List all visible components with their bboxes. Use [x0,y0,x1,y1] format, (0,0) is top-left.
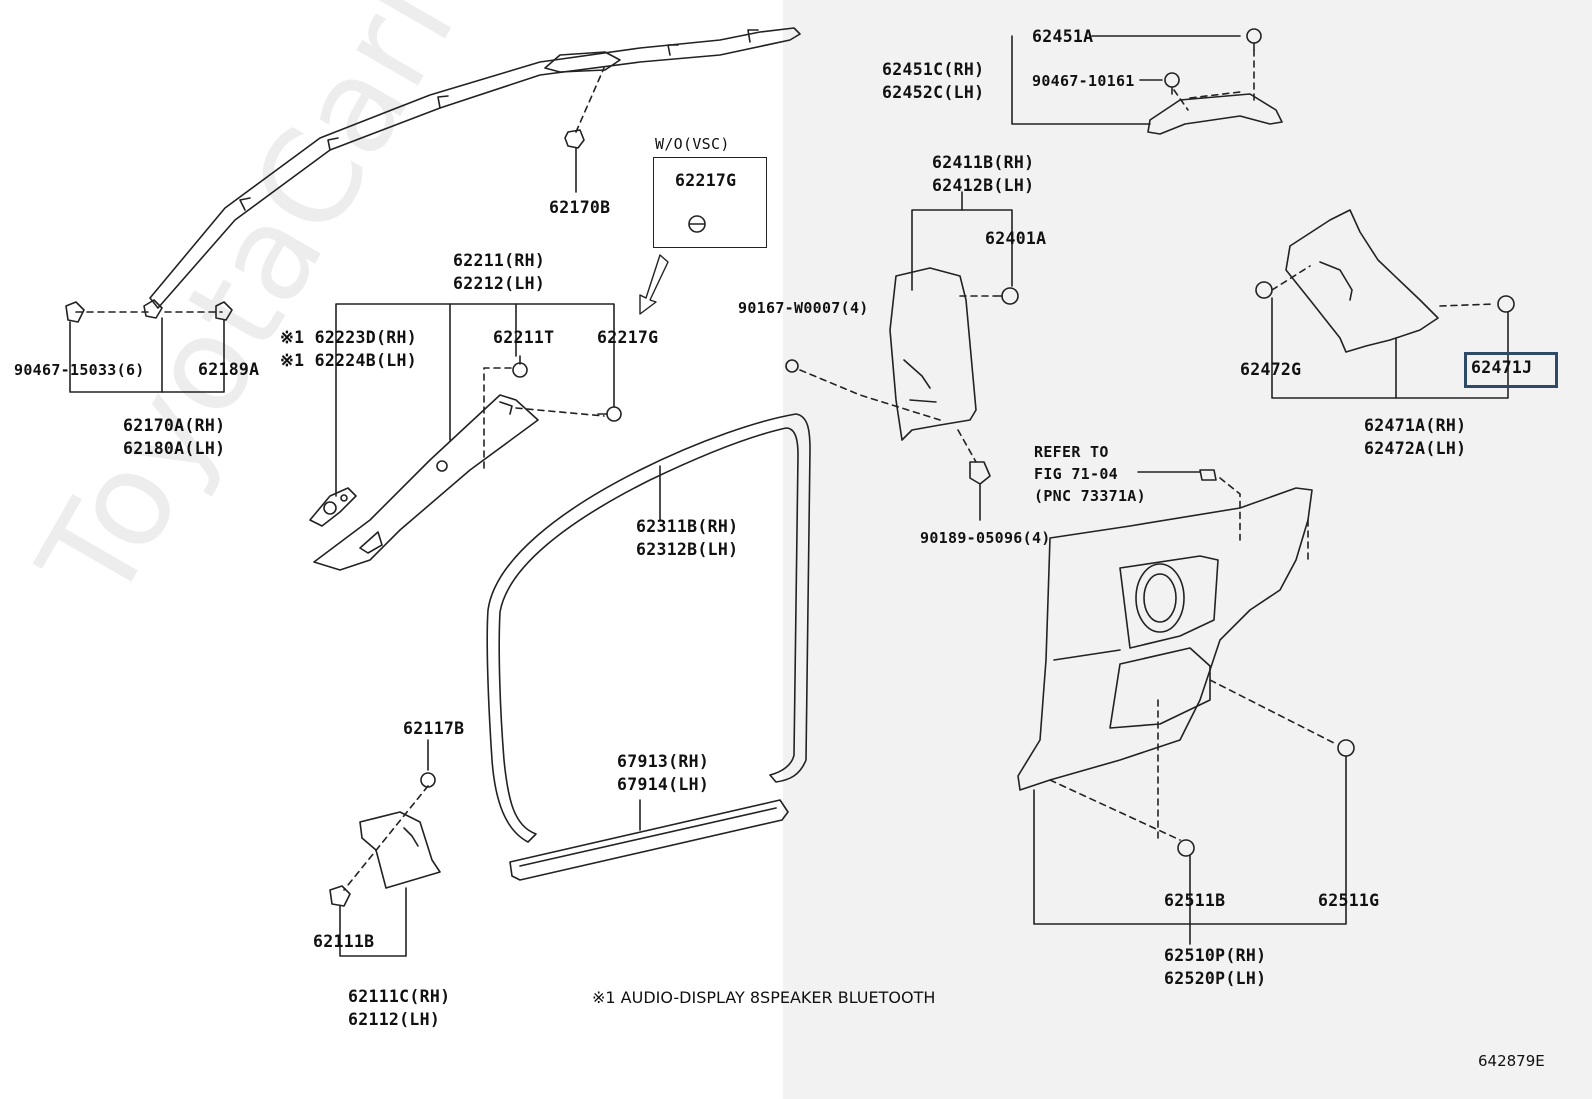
highlight-box-62471J [1464,352,1558,388]
vsc-arrow [639,254,669,315]
label-90467-15033: 90467-15033(6) [14,361,145,379]
label-90189-05096: 90189-05096(4) [920,529,1051,547]
footnote: ※1 AUDIO-DISPLAY 8SPEAKER BLUETOOTH [592,988,936,1007]
clip-62117B-part [420,772,436,788]
background-panel-right [783,0,1592,1099]
wo-vsc-box [653,157,767,248]
belt-anchor-cover-62451A-part [1147,93,1283,135]
clip-62451A-part [1246,28,1262,51]
front-pillar-garnish-part [313,394,539,571]
label-62212: 62212(LH) [453,274,546,293]
label-62170A: 62170A(RH) [123,416,226,435]
label-62311B: 62311B(RH) [636,517,739,536]
label-62472A: 62472A(LH) [1364,439,1467,458]
clip-62511B-part [1177,839,1195,857]
clip-62211T-part [512,355,528,378]
label-62510P: 62510P(RH) [1164,946,1267,965]
label-62223D: ※1 62223D(RH) [280,328,417,347]
label-62180A: 62180A(LH) [123,439,226,458]
label-62401A: 62401A [985,229,1047,248]
center-pillar-garnish-62411B-part [889,267,977,441]
clip-90467-10161-part [1164,72,1180,95]
label-67913: 67913(RH) [617,752,710,771]
label-62471A: 62471A(RH) [1364,416,1467,435]
label-62451C: 62451C(RH) [882,60,985,79]
cowl-side-trim-62111C-part [359,811,441,889]
clip-62217G-part [597,406,622,422]
clip-62471J-part [1497,295,1515,313]
clip-62217G-box-part [688,215,706,233]
clip-62111B-part [329,885,351,907]
label-62224B: ※1 62224B(LH) [280,351,417,370]
clip-90189-05096-part [969,461,991,485]
quarter-panel-trim-62510P-part [1017,487,1313,791]
label-62451A: 62451A [1032,27,1094,46]
screw-90167-W0007-part [785,359,799,373]
clip-62170B-part [564,129,585,149]
label-62411B: 62411B(RH) [932,153,1035,172]
roof-rail-garnish-part [149,27,801,309]
label-62511G: 62511G [1318,891,1380,910]
label-refer-pnc: (PNC 73371A) [1034,487,1146,505]
label-62511B: 62511B [1164,891,1226,910]
label-62211T: 62211T [493,328,555,347]
label-62520P: 62520P(LH) [1164,969,1267,988]
scuff-plate-67913-part [509,799,789,881]
clip-62189A-part [215,301,233,321]
label-62472G: 62472G [1240,360,1302,379]
label-62117B: 62117B [403,719,465,738]
label-wo-vsc: W/O(VSC) [655,135,730,153]
label-62211: 62211(RH) [453,251,546,270]
label-90467-10161: 90467-10161 [1032,72,1135,90]
label-62111C: 62111C(RH) [348,987,451,1006]
label-62412B: 62412B(LH) [932,176,1035,195]
bracket-62170B-part [143,299,163,319]
label-62111B: 62111B [313,932,375,951]
label-62452C: 62452C(LH) [882,83,985,102]
label-62312B: 62312B(LH) [636,540,739,559]
label-62471J: 62471J [1471,358,1533,377]
clip-62511G-part [1337,739,1355,757]
label-62112: 62112(LH) [348,1010,441,1029]
connector-73371A-part [1199,469,1217,481]
label-62217G: 62217G [597,328,659,347]
quarter-trim-62471A-part [1285,209,1439,353]
label-67914: 67914(LH) [617,775,710,794]
label-refer-to: REFER TO [1034,443,1109,461]
speaker-cover-62223D-part [309,487,357,527]
figure-code: 642879E [1478,1052,1545,1070]
label-refer-fig: FIG 71-04 [1034,465,1118,483]
weatherstrip-62311B-part [486,413,811,843]
clip-62472G-part [1255,281,1273,299]
clip-90467-15033-part [65,301,85,323]
label-62170B: 62170B [549,198,611,217]
label-62189A: 62189A [198,360,260,379]
label-90167-W0007: 90167-W0007(4) [738,299,869,317]
clip-62401A-part [995,287,1019,305]
label-62217G-box: 62217G [675,171,737,190]
